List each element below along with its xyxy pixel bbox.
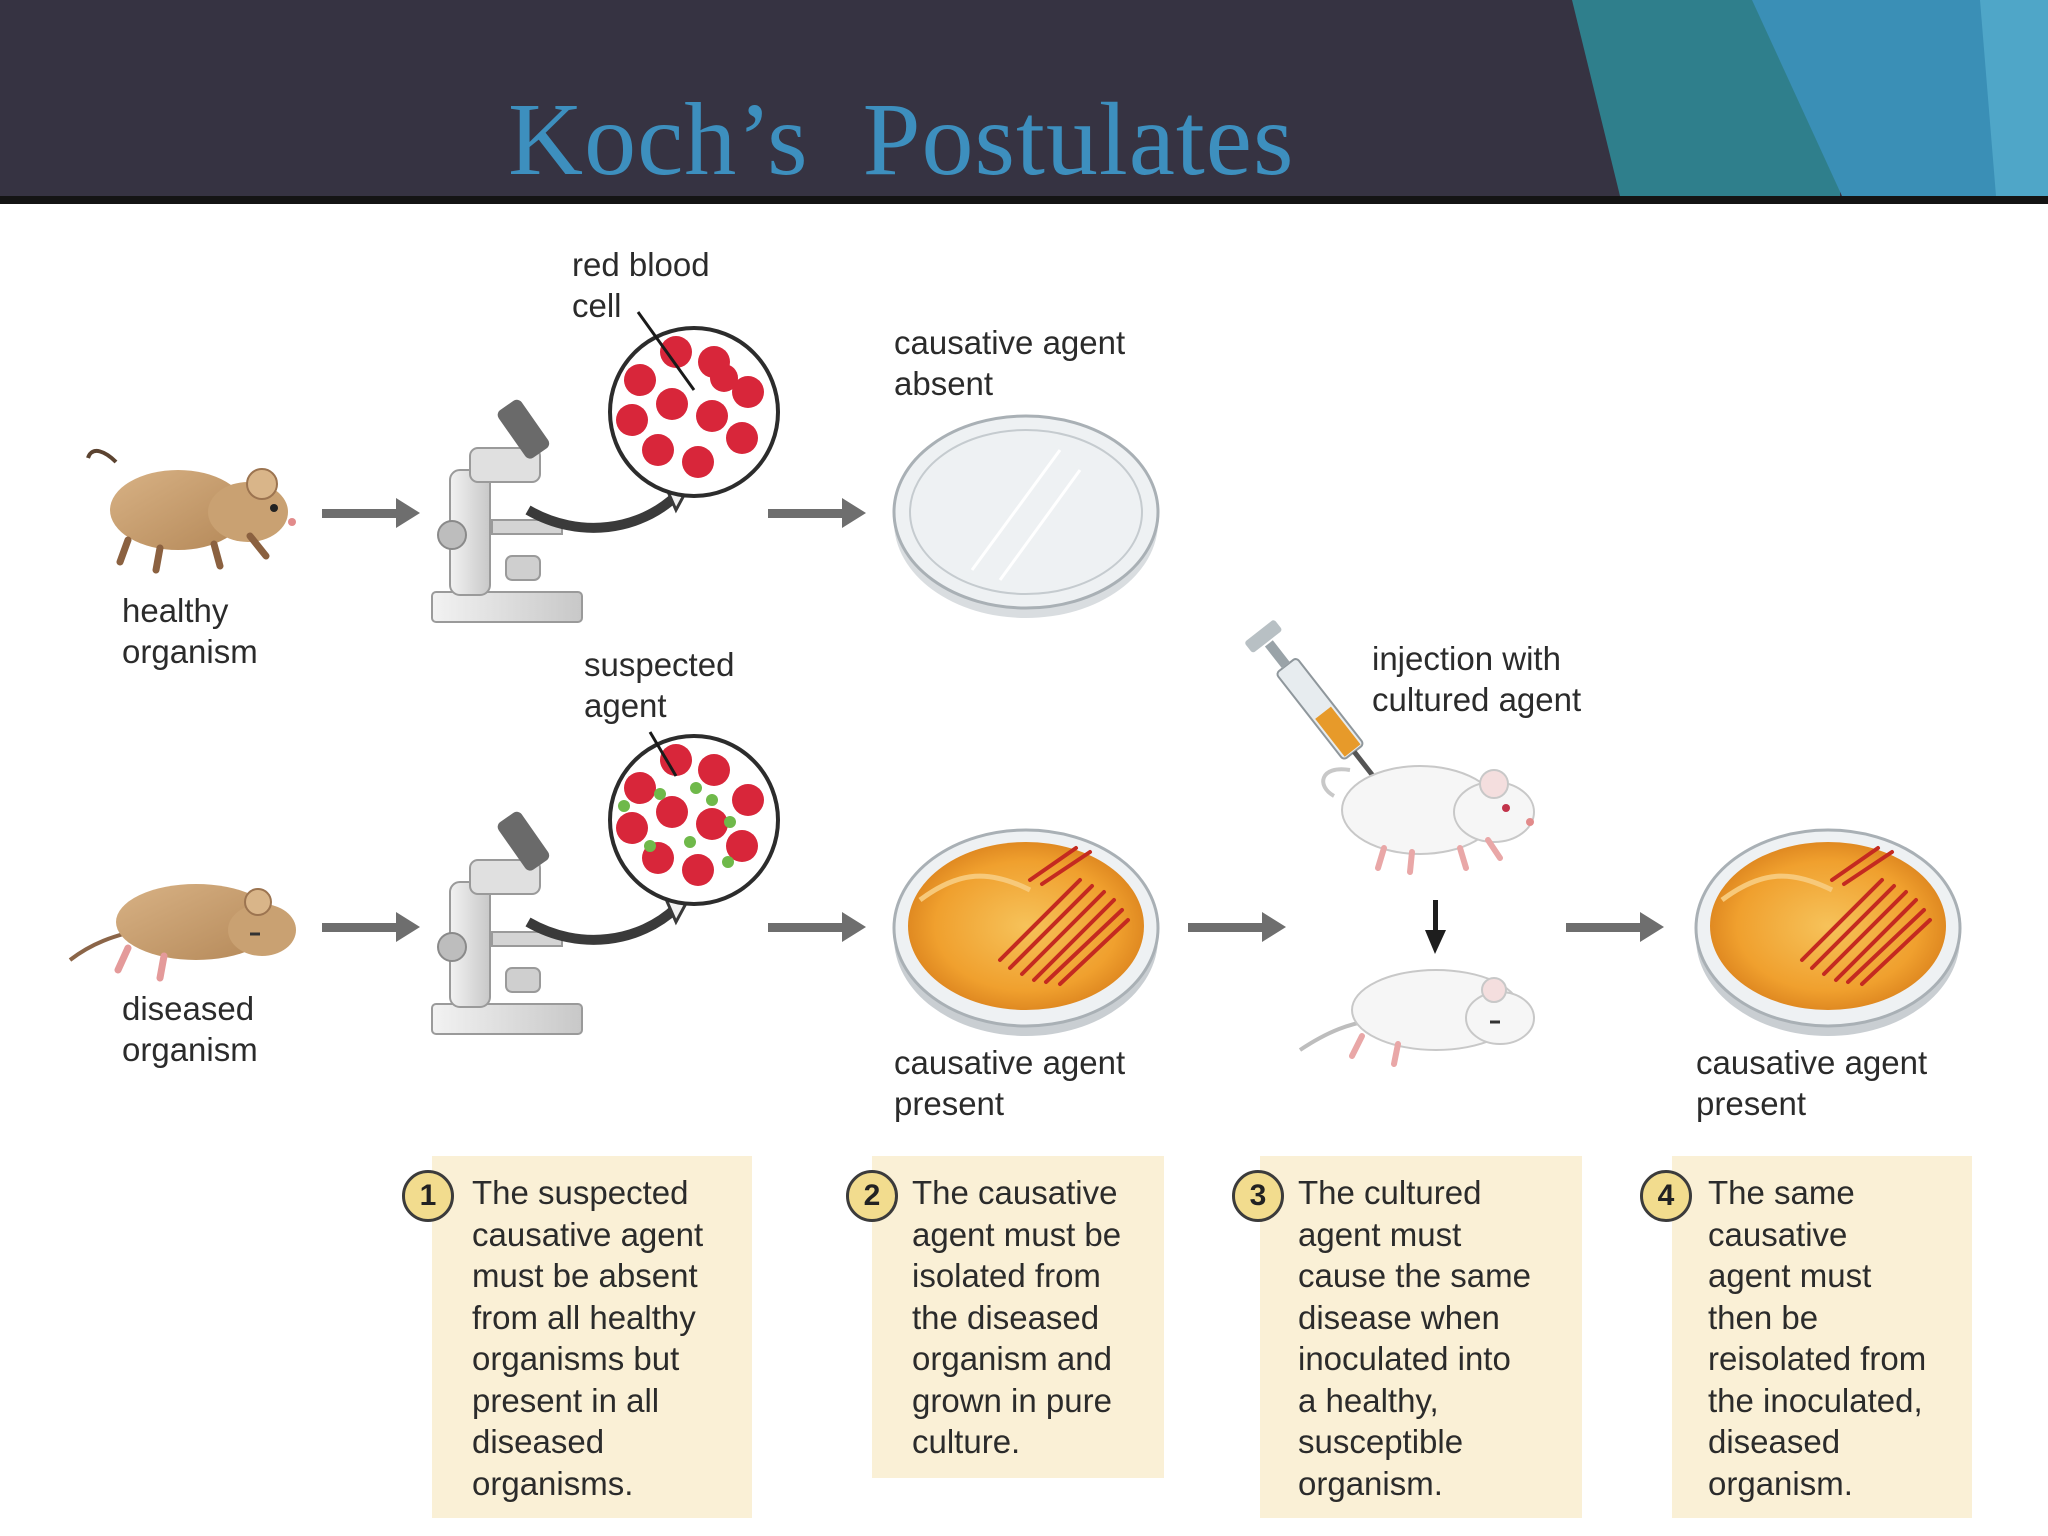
step-box-4 [1672, 1156, 1972, 1518]
step-number-badge: 3 [1232, 1170, 1284, 1222]
label-diseased-organism: diseased organism [122, 990, 258, 1068]
step-box-1 [432, 1156, 752, 1518]
label-healthy-organism: healthy organism [122, 592, 258, 670]
step-box-3 [1260, 1156, 1582, 1518]
label-causative-agent-absent: causative agent absent [894, 324, 1126, 402]
curved-arrow-icon [525, 904, 680, 945]
step-box-2 [872, 1156, 1164, 1478]
microscope-icon [431, 811, 583, 1035]
slide-title: Koch’s Postulates [508, 82, 1295, 196]
syringe-icon [1245, 620, 1378, 781]
step-number-badge: 4 [1640, 1170, 1692, 1222]
healthy-mouse-icon [86, 448, 296, 574]
microscope-icon [431, 399, 583, 623]
step-1-text: The suspected causative agent must be ab… [472, 1174, 704, 1502]
label-red-blood-cell: red blood cell [572, 246, 710, 324]
step-number-badge: 1 [402, 1170, 454, 1222]
step-2-text: The causative agent must be isolated fro… [912, 1174, 1122, 1460]
accent-light-band [1980, 0, 2048, 196]
arrow-right-icon [322, 498, 1664, 942]
step-3-text: The cultured agent must cause the same d… [1298, 1174, 1531, 1502]
header-accent-shapes [1572, 0, 2048, 196]
white-mouse-icon [1321, 765, 1535, 875]
diseased-mouse-icon [68, 884, 296, 982]
accent-blue-band [1752, 0, 2048, 196]
culture-dish-icon [1694, 828, 1962, 1036]
magnified-view-icon [608, 311, 780, 498]
slide-header: Koch’s Postulates [0, 0, 2048, 196]
header-rule [0, 196, 2048, 204]
label-causative-agent-present: causative agent present [1696, 1044, 1928, 1122]
diagram-artwork [68, 311, 1962, 1067]
step-number-badge: 2 [846, 1170, 898, 1222]
step-4-text: The same causative agent must then be re… [1708, 1174, 1927, 1502]
magnified-view-icon [608, 731, 780, 906]
white-mouse-icon [1298, 969, 1535, 1067]
petri-dish-icon [892, 414, 1160, 618]
culture-dish-icon [892, 828, 1160, 1036]
arrow-down-icon [1425, 900, 1446, 954]
label-suspected-agent: suspected agent [584, 646, 735, 724]
label-causative-agent-present: causative agent present [894, 1044, 1126, 1122]
label-injection-with-cultured-agent: injection with cultured agent [1372, 640, 1582, 718]
accent-teal-band [1572, 0, 1840, 196]
curved-arrow-icon [525, 492, 680, 533]
